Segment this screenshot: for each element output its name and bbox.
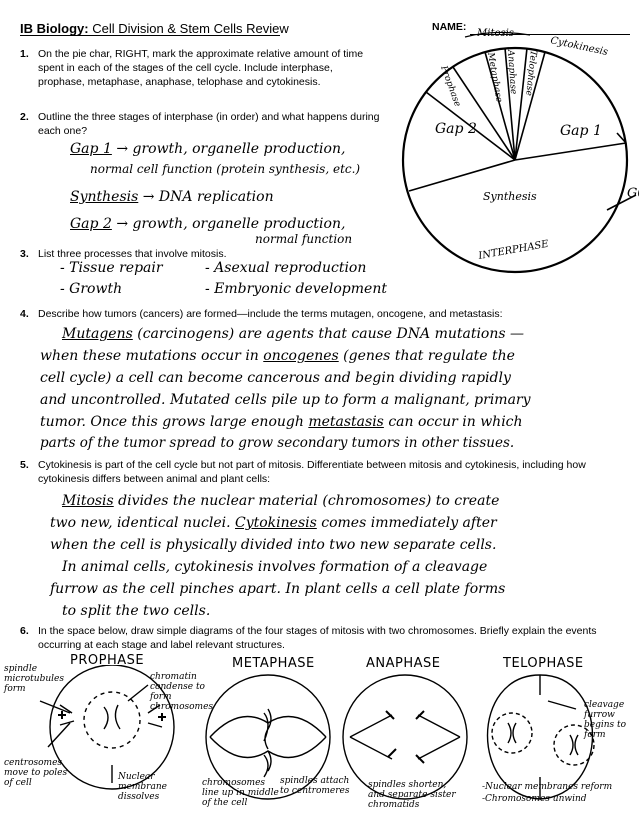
answer-q4-line3: cell cycle) a cell can become cancerous … [40,370,511,386]
answer-gap1-line2: normal cell function (protein synthesis,… [90,162,361,176]
label-spindles-attach: spindles attach to centromeres [280,776,350,796]
name-label: NAME: [432,21,467,33]
answer-process-4: - Embryonic development [205,281,387,297]
answer-gap2-line1: → growth, organelle production, [116,216,346,232]
label-anaphase-note: spindles shorten, and separate sister ch… [368,780,456,810]
answer-process-3: - Growth [60,281,123,297]
pie-label-gap1: Gap 1 [560,123,602,139]
title-underline [20,35,280,36]
answer-q4-line5: tumor. Once this grows large enough meta… [40,413,523,432]
answer-synthesis-line: → DNA replication [142,189,274,205]
question-4: 4. Describe how tumors (cancers) are for… [20,307,620,321]
question-5: 5. Cytokinesis is part of the cell cycle… [20,458,620,486]
worksheet-title: IB Biology: Cell Division & Stem Cells R… [20,21,289,36]
answer-q5-line2: two new, identical nuclei. Cytokinesis c… [50,514,497,533]
pie-label-gap2: Gap 2 [435,121,477,137]
answer-q5-line5: furrow as the cell pinches apart. In pla… [50,581,506,597]
label-telophase-note2: -Chromosomes unwind [482,794,587,804]
label-chromatin: chromatin condense to form chromosomes [150,672,214,712]
answer-q4-line5-end: can occur in which [383,414,523,430]
question-1-number: 1. [20,48,29,60]
stage-title-telophase: TELOPHASE [503,656,584,671]
question-4-text: Describe how tumors (cancers) are formed… [38,308,503,320]
answer-gap1-line1: → growth, organelle production, [116,141,346,157]
question-1: 1. On the pie char, RIGHT, mark the appr… [20,47,380,89]
stage-title-metaphase: METAPHASE [232,656,315,671]
stage-title-prophase: PROPHASE [70,653,145,668]
answer-process-2: - Asexual reproduction [205,260,367,276]
question-3-number: 3. [20,248,29,260]
cell-cycle-pie: Mitosis Cytokinesis Prophase Metaphase A… [401,28,639,274]
question-2-number: 2. [20,111,29,123]
pie-label-telophase: Telophase [523,50,538,97]
answer-synthesis: Synthesis → DNA replication [70,188,274,207]
answer-q5-cytokinesis: Cytokinesis [235,515,317,531]
question-2: 2. Outline the three stages of interphas… [20,110,380,138]
question-3: 3. List three processes that involve mit… [20,247,415,261]
stage-title-anaphase: ANAPHASE [366,656,441,671]
answer-gap2-term: Gap 2 [70,216,112,232]
name-underline [470,34,630,35]
question-2-text: Outline the three stages of interphase (… [38,111,380,137]
answer-gap1-term: Gap 1 [70,141,112,157]
answer-q5-line2-start: two new, identical nuclei. [50,515,235,531]
answer-q4-line2-start: when these mutations occur in [40,348,264,364]
pie-label-prophase: Prophase [438,64,462,108]
answer-q4-metastasis: metastasis [308,414,384,430]
label-telophase-note1: -Nuclear membranes reform [482,782,613,792]
answer-q5-line2-end: comes immediately after [316,515,497,531]
answer-q4-line2: when these mutations occur in oncogenes … [40,347,515,366]
answer-q5-mitosis: Mitosis [62,493,114,509]
label-nuclear-dissolves: Nuclear membrane dissolves [118,772,167,802]
answer-q5-line1-rest: divides the nuclear material (chromosome… [113,493,500,509]
label-metaphase-note: chromosomes line up in middle of the cel… [202,778,279,808]
question-6-text: In the space below, draw simple diagrams… [38,625,597,651]
question-5-number: 5. [20,459,29,471]
question-6: 6. In the space below, draw simple diagr… [20,624,620,652]
answer-process-1: - Tissue repair [60,260,163,276]
question-4-number: 4. [20,308,29,320]
pie-label-metaphase: Metaphase [485,51,504,103]
pie-label-cytokinesis: Cytokinesis [549,35,608,58]
pie-label-interphase: INTERPHASE [477,239,551,262]
answer-q4-line2-end: (genes that regulate the [338,348,515,364]
title-text: Cell Division & Stem Cells Review [92,21,289,36]
answer-q4-line6: parts of the tumor spread to grow second… [40,435,515,451]
label-spindle: spindle microtubules form [4,664,64,694]
question-6-number: 6. [20,625,29,637]
answer-q5-line6: to split the two cells. [62,603,211,619]
question-5-text: Cytokinesis is part of the cell cycle bu… [38,459,586,485]
pie-label-g0: G0 [627,186,639,201]
question-3-text: List three processes that involve mitosi… [38,248,227,260]
course-label: IB Biology: [20,21,89,36]
answer-synthesis-term: Synthesis [70,189,139,205]
pie-label-mitosis: Mitosis [476,28,514,39]
answer-gap2: Gap 2 → growth, organelle production, [70,215,345,234]
pie-label-anaphase: Anaphase [505,49,518,95]
answer-gap1: Gap 1 → growth, organelle production, [70,140,345,159]
answer-q4-line1: Mutagens (carcinogens) are agents that c… [62,325,524,344]
answer-q4-line1-rest: (carcinogens) are agents that cause DNA … [132,326,525,342]
mitosis-diagrams [39,665,595,800]
answer-q4-oncogenes: oncogenes [263,348,339,364]
answer-q4-mutagens: Mutagens [62,326,133,342]
label-cleavage: cleavage furrow begins to form [584,700,627,740]
answer-q5-line1: Mitosis divides the nuclear material (ch… [62,492,499,511]
answer-q4-line4: and uncontrolled. Mutated cells pile up … [40,392,531,408]
label-centrosomes: centrosomes move to poles of cell [4,758,68,788]
answer-q5-line4: In animal cells, cytokinesis involves fo… [62,559,488,575]
answer-q5-line3: when the cell is physically divided into… [50,537,497,553]
pie-label-synthesis: Synthesis [483,190,537,203]
answer-gap2-line2: normal function [255,232,353,246]
answer-q4-line5-start: tumor. Once this grows large enough [40,414,309,430]
question-1-text: On the pie char, RIGHT, mark the approxi… [38,48,364,88]
